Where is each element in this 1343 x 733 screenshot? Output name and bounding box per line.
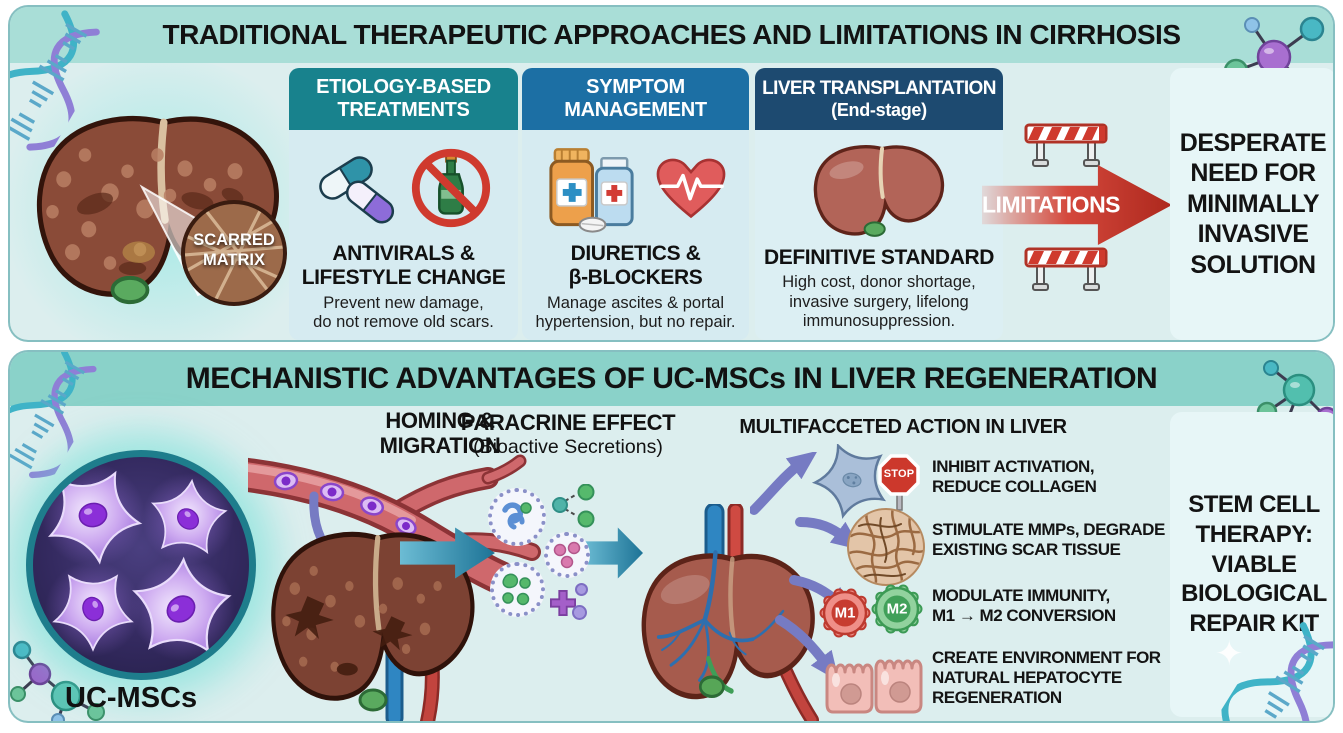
column-etiology-header: ETIOLOGY-BASED TREATMENTS — [289, 68, 518, 130]
symptom-heading: DIURETICS & β-BLOCKERS — [568, 242, 703, 290]
m2-label: M2 — [886, 600, 908, 618]
medicine-bottles-icon — [548, 148, 634, 233]
heart-ecg-icon — [656, 158, 725, 219]
uc-msc-cells-icon — [26, 450, 256, 680]
action-label-hepatocyte: CREATE ENVIRONMENT FOR NATURAL HEPATOCYT… — [932, 648, 1161, 708]
symptom-description: Manage ascites & portal hypertension, bu… — [535, 293, 736, 332]
bottom-outcome-text: STEM CELL THERAPY: VIABLE BIOLOGICAL REP… — [1181, 491, 1327, 638]
action-label-immunity: MODULATE IMMUNITY, M1 → M2 CONVERSION — [932, 586, 1116, 626]
migrating-msc-cells — [273, 471, 417, 536]
top-title-band: TRADITIONAL THERAPEUTIC APPROACHES AND L… — [10, 7, 1333, 63]
roadblock-barrier-icon — [1024, 119, 1108, 174]
signaling-molecules-icon — [551, 483, 599, 533]
sparkle-icon: ✦ — [1215, 635, 1244, 673]
transplant-heading: DEFINITIVE STANDARD — [763, 246, 994, 269]
no-alcohol-icon — [411, 148, 490, 228]
healthy-liver-icon — [813, 145, 945, 237]
exosome-vesicles-icon — [488, 488, 546, 546]
column-symptom-management: SYMPTOM MANAGEMENT — [522, 68, 749, 340]
column-etiology-treatments: ETIOLOGY-BASED TREATMENTS — [289, 68, 518, 340]
exosome-vesicles-icon — [544, 532, 590, 578]
hepatocytes-icon — [822, 642, 932, 721]
exosome-vesicles-icon — [490, 562, 545, 617]
transplant-description: High cost, donor shortage, invasive surg… — [782, 273, 976, 331]
cirrhotic-liver-illustration: SCARRED MATRIX — [14, 95, 304, 340]
stop-sign-label: STOP — [883, 468, 915, 480]
regenerating-liver-icon — [628, 502, 828, 721]
etiology-heading: ANTIVIRALS & LIFESTYLE CHANGE — [301, 242, 506, 290]
homing-migration-title: HOMING & MIGRATION — [379, 408, 501, 459]
limitations-label: LIMITATIONS — [982, 191, 1121, 218]
cirrhotic-liver-icon — [255, 512, 495, 721]
pills-icon — [318, 156, 394, 224]
column-liver-transplantation: LIVER TRANSPLANTATION (End-stage) — [755, 68, 1003, 340]
top-panel: TRADITIONAL THERAPEUTIC APPROACHES AND L… — [8, 5, 1335, 342]
molecule-icon — [10, 632, 124, 721]
molecule-dot — [575, 583, 588, 596]
paracrine-effect-title: PARACRINE EFFECT (Bioactive Secretions) — [460, 410, 676, 458]
bottom-panel-title: MECHANISTIC ADVANTAGES OF UC-MSCs IN LIV… — [185, 362, 1158, 395]
m2-macrophage-icon: M2 — [870, 582, 924, 636]
multifaceted-action-title: MULTIFACCETED ACTION IN LIVER — [739, 416, 1067, 438]
m1-macrophage-icon: M1 — [818, 586, 872, 640]
top-panel-title: TRADITIONAL THERAPEUTIC APPROACHES AND L… — [162, 19, 1182, 50]
roadblock-barrier-icon — [1024, 243, 1108, 298]
column-transplant-header: LIVER TRANSPLANTATION (End-stage) — [755, 68, 1003, 130]
scar-tissue-icon — [845, 506, 927, 593]
molecule-dot — [572, 605, 587, 620]
bottom-panel: MECHANISTIC ADVANTAGES OF UC-MSCs IN LIV… — [8, 350, 1335, 723]
m1-label: M1 — [834, 604, 856, 622]
action-label-inhibit: INHIBIT ACTIVATION, REDUCE COLLAGEN — [932, 457, 1097, 497]
plus-molecule-icon — [550, 590, 576, 621]
etiology-description: Prevent new damage, do not remove old sc… — [313, 293, 494, 332]
top-outcome-block: DESPERATE NEED FOR MINIMALLY INVASIVE SO… — [1170, 68, 1333, 340]
scarred-matrix-icon — [181, 200, 287, 306]
hepatic-stellate-cell-stop-icon: STOP — [808, 441, 928, 525]
scarred-matrix-label: SCARRED MATRIX — [193, 231, 275, 269]
top-outcome-text: DESPERATE NEED FOR MINIMALLY INVASIVE SO… — [1179, 128, 1327, 279]
column-symptom-header: SYMPTOM MANAGEMENT — [522, 68, 749, 130]
bottom-title-band: MECHANISTIC ADVANTAGES OF UC-MSCs IN LIV… — [10, 352, 1333, 406]
uc-mscs-label: UC-MSCs — [65, 682, 198, 714]
limitations-arrow-icon: LIMITATIONS — [982, 165, 1172, 245]
action-label-mmps: STIMULATE MMPs, DEGRADE EXISTING SCAR TI… — [932, 520, 1165, 560]
